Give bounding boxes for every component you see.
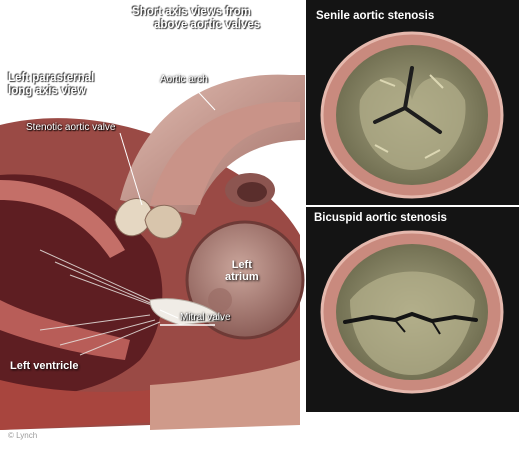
senile-valve-graphic: [320, 31, 504, 199]
senile-panel-title: Senile aortic stenosis: [316, 10, 435, 22]
left-atrium-label-line1: Left: [231, 259, 252, 271]
credit-text: © Lynch: [8, 431, 38, 440]
bicuspid-panel-title: Bicuspid aortic stenosis: [314, 212, 447, 224]
ventricle-muscle-lower: [0, 300, 130, 360]
aortic-arch-lumen: [150, 102, 300, 205]
left-ventricle-label: Left ventricle: [10, 360, 79, 372]
atrium-pulmonary-opening: [208, 288, 232, 312]
short-axis-heading-line2: above aortic valves: [154, 18, 261, 31]
mitral-valve-label: Mitral valve: [180, 312, 231, 323]
ventricle-muscle-upper: [0, 180, 125, 258]
short-axis-heading-line1: Short axis views from: [132, 6, 251, 18]
left-atrium-label-line2: atrium: [225, 271, 259, 284]
bicuspid-valve-graphic: [320, 230, 504, 394]
long-axis-heading: Left parasternal long axis view: [8, 72, 94, 98]
long-axis-heading-line1: Left parasternal: [8, 72, 95, 84]
chordae-tendineae: [39, 249, 161, 356]
left-atrium-label: Left atrium: [225, 259, 259, 284]
long-axis-heading-line2: long axis view: [8, 84, 86, 97]
arch-branch-inner: [237, 182, 267, 202]
stenotic-valve-label: Stenotic aortic valve: [26, 122, 116, 133]
aortic-arch-label: Aortic arch: [160, 74, 208, 85]
mitral-valve-leaflet: [149, 298, 227, 326]
short-axis-heading: Short axis views from above aortic valve…: [132, 6, 260, 32]
myocardium-lower: [150, 360, 300, 430]
stenotic-valve-leaflets: [114, 198, 183, 239]
leader-lines: [119, 82, 216, 319]
